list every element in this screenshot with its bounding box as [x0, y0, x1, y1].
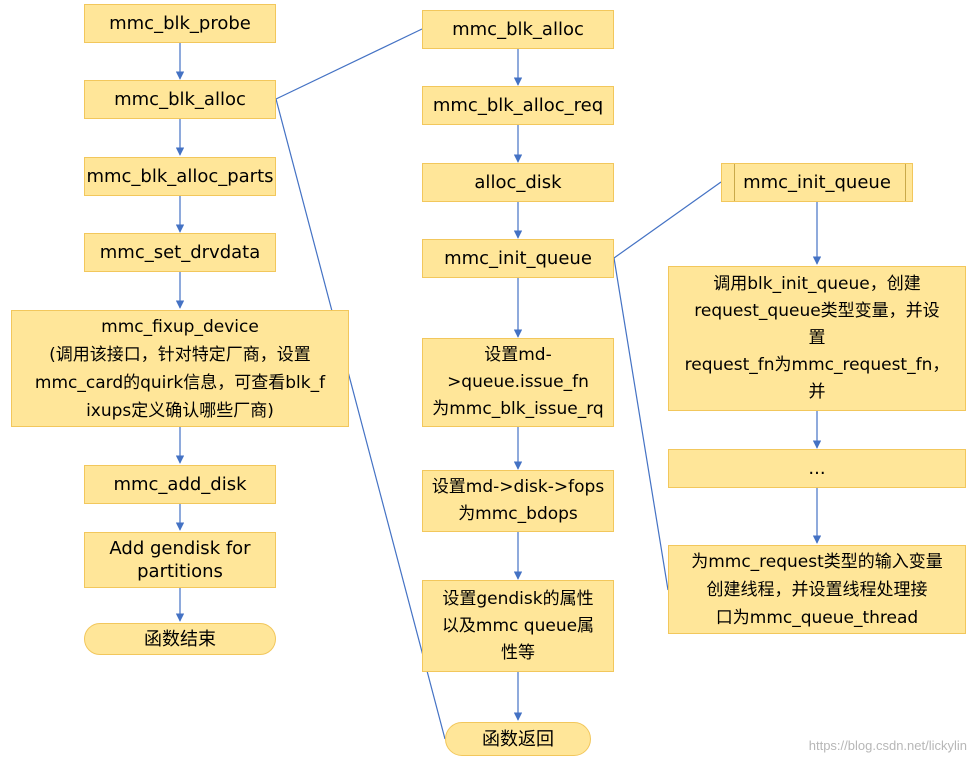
node-c3-blk-init-queue: 调用blk_init_queue，创建 request_queue类型变量，并设… — [668, 266, 966, 411]
node-c2-gendisk-attr: 设置gendisk的属性 以及mmc queue属 性等 — [422, 580, 614, 672]
node-c3-ellipsis: ... — [668, 449, 966, 488]
expand-line-alloc-bottom — [275, 98, 446, 740]
node-function-end: 函数结束 — [84, 623, 276, 655]
expand-line-alloc-top — [275, 28, 423, 100]
node-c2-function-return: 函数返回 — [445, 722, 591, 756]
node-c2-set-issue-fn: 设置md- >queue.issue_fn 为mmc_blk_issue_rq — [422, 338, 614, 427]
node-mmc-blk-alloc-parts: mmc_blk_alloc_parts — [84, 157, 276, 196]
node-c2-mmc-init-queue: mmc_init_queue — [422, 239, 614, 278]
node-c2-mmc-blk-alloc-req: mmc_blk_alloc_req — [422, 86, 614, 125]
expand-line-queue-top — [613, 181, 722, 259]
node-mmc-add-disk: mmc_add_disk — [84, 465, 276, 504]
expand-line-queue-bottom — [613, 257, 669, 591]
node-c3-create-thread: 为mmc_request类型的输入变量 创建线程，并设置线程处理接 口为mmc_… — [668, 545, 966, 634]
node-mmc-blk-probe: mmc_blk_probe — [84, 4, 276, 43]
node-c2-set-fops: 设置md->disk->fops 为mmc_bdops — [422, 470, 614, 532]
node-add-gendisk: Add gendisk for partitions — [84, 532, 276, 588]
node-mmc-set-drvdata: mmc_set_drvdata — [84, 233, 276, 272]
node-c2-mmc-blk-alloc: mmc_blk_alloc — [422, 10, 614, 49]
node-mmc-blk-alloc: mmc_blk_alloc — [84, 80, 276, 119]
node-c3-mmc-init-queue: mmc_init_queue — [721, 163, 913, 202]
watermark-text: https://blog.csdn.net/lickylin — [808, 738, 967, 753]
node-c2-alloc-disk: alloc_disk — [422, 163, 614, 202]
node-mmc-fixup-device: mmc_fixup_device (调用该接口，针对特定厂商，设置 mmc_ca… — [11, 310, 349, 427]
